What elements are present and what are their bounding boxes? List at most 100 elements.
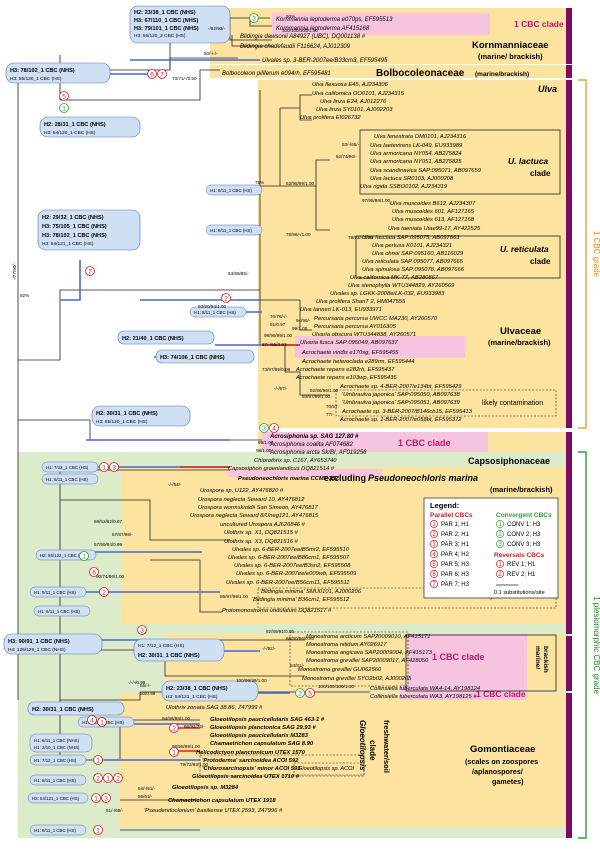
legend-num: 2 (498, 532, 502, 538)
legend-num: 2 (432, 532, 436, 538)
kornmanniaceae-sub: (marine/ brackish) (478, 52, 543, 61)
support-value: 66/92/75/- (184, 724, 205, 729)
taxon: Ulva muscoides 601, AF127165 (392, 209, 475, 215)
cbc-clade-highlight-top (272, 13, 490, 35)
support-value: 94/99/99/1.00 (162, 716, 191, 721)
support-value: 64/89/85/- (228, 271, 249, 276)
support-value: 84/81/- (290, 663, 305, 668)
legend-row: PAR 4; H2 (441, 552, 470, 558)
taxon: Ulva prolifera EI026732 (300, 115, 361, 121)
node-box-29 (37, 209, 141, 251)
taxon: Ulva laetevirens LK-049, EU933989 (370, 143, 463, 149)
taxon: Ulva taeniata Utae99-17, AY422525 (388, 226, 481, 232)
legend-num: 3 (432, 542, 436, 548)
bolbocoleonaceae-sub: (marine/brackish) (475, 71, 529, 78)
taxon: uncultured Urospora AJ626846 # (220, 522, 306, 528)
taxon: Percursaria percursa AY016305 (314, 324, 397, 330)
ulvaceae-label: Ulvaceae (500, 326, 541, 337)
legend-row: PAR 5; H3 (441, 562, 470, 568)
support-value: 73/97/99/0.99 (262, 367, 291, 372)
marker-number: 5 (308, 690, 312, 697)
marker-number: 1 (172, 749, 176, 756)
taxon: Ulva armoricana NY054, AB275824 (370, 151, 462, 157)
legend-num: 4 (432, 552, 436, 558)
taxon: Ulva stenophylla WTU344829, AY260569 (348, 283, 455, 289)
taxon: Urospora neglecta Seward 10, AY476812 (198, 497, 305, 503)
purple-bar-5 (566, 452, 572, 634)
node-30b-small: H1: 7/12_1 CBC (HS) (138, 643, 185, 649)
cbc-grade-label: 1 CBC grade (592, 231, 600, 278)
ulvaceae-panel (258, 80, 568, 428)
marker-number: 6 (150, 71, 154, 78)
node-74: H3: 74/106_1 CBC (NHS) (160, 355, 225, 361)
node-box-30 (91, 405, 191, 427)
marker-number: 3 (112, 464, 116, 471)
taxon: Ulva pertusa K0101, AJ234321 (372, 243, 452, 249)
support-value: 54/-/51/- (138, 786, 156, 791)
taxon: 'Blidingia minima' SMU0101, AJ000206 (260, 589, 362, 595)
taxon: Ulvales sp. LGKK-2008e/LK-032, EU933983 (330, 291, 445, 297)
marker-number: 2 (172, 725, 176, 732)
gloeo-left-node-2: H1: 3/10_1 CBC (NHS) (34, 745, 80, 750)
marker-number: 1 (96, 757, 100, 764)
small-node-9: H1: 7/12_1 CBC (HS) (34, 758, 77, 763)
node-21: H2: 21/40_1 CBC (NHS) (122, 336, 184, 342)
small-node-11: H3: 54/121_1 CBC (HS) (32, 796, 80, 801)
gomontiaceae-sub2: /aplanospores/ (472, 767, 523, 776)
taxon: Ulva muscoides 613, AF127168 (392, 217, 475, 223)
support-value: 51/-/69/- (106, 808, 124, 813)
taxon: 'Pseudendoclonium' basiliense UTEX 2593,… (144, 808, 283, 814)
taxon: Pseudoneochloris marina CCMP 257 (238, 476, 339, 482)
support-value: 98/1.00 (256, 448, 272, 453)
support-value: 50% (286, 14, 295, 19)
taxon: Collinsiella tuberculata WA3, AY198125 # (370, 694, 477, 700)
node-23b-b: H3: 54/121_1 CBC (HS) (166, 694, 218, 700)
support-value: 78/93/-/1.00 (348, 235, 373, 240)
legend-num: 1 (498, 562, 502, 568)
taxon: Ulvales sp. 3-BER-2007ee/B33cm3, EF59549… (262, 58, 388, 64)
support-value: 92/86/96/1.00 (310, 388, 339, 393)
cbc-clade-label-mono: 1 CBC clade (432, 652, 485, 662)
marker-number: 3 (262, 425, 266, 432)
legend-num: 6 (432, 572, 436, 578)
node-30c: H2: 30/31_1 CBC (NHS) (32, 707, 94, 713)
marker-number: 1 (106, 775, 110, 782)
taxon: Monostroma grevillei GU062560 (298, 667, 382, 673)
node-28-b: H3: 54/120_1 CBC (HS) (44, 130, 96, 136)
plesiomorphic-label: 1 plesiomorphic CBC grade (592, 596, 600, 694)
taxon: Helicodictyon planctonicum UTEX 1570 (196, 750, 306, 756)
node-top-0: H2: 23/38_1 CBC (NHS) (134, 10, 196, 16)
taxon: Monostroma nitidum AY026917 (306, 642, 387, 648)
taxon: Ulvales sp. 6-BER-2007ee/B86cm1, EF59550… (228, 555, 350, 561)
support-value: 78/96/-/1.00 (286, 232, 311, 237)
support-value: 86/97/98/1.00 (220, 594, 249, 599)
taxon: Ulva linza SY0101, AJ002203 (316, 107, 393, 113)
small-node-12: H1: 6/11_1 CBC (HS) (34, 828, 76, 833)
cbc-clade-highlight-caps (262, 432, 488, 452)
taxon: Acrochaete heteroclada e289rm, EF595444 (301, 359, 414, 365)
taxon: Gloeotilopsis sarcinoidea UTEX 1710 # (192, 774, 300, 780)
taxon: 'Protoderma' sarcinoidea ACOI 592 (202, 758, 299, 764)
taxon: Ulothrix zonata SAG 38.86, Z47999 # (166, 705, 263, 711)
node-top-3: H3: 55/120_2 CBC (HS) (134, 33, 186, 39)
solid-boxes (355, 129, 561, 692)
excluding-name: Pseudoneochloris marina (368, 473, 478, 483)
support-value: 87/-/55/0.93 (262, 342, 287, 347)
support-value: 100/100/100/1.00 (318, 684, 354, 689)
taxon: Acrosiphonia sp. SAG 127.80 # (269, 434, 359, 440)
node-box-top (129, 5, 231, 44)
marine-brackish-1: marine/ (534, 646, 541, 669)
cbc-clade-highlight-coll (400, 684, 526, 700)
support-value: 50/0.98 (140, 691, 156, 696)
purple-bar-6 (566, 636, 572, 691)
node-box-23b (161, 680, 259, 702)
node-box-28 (39, 116, 141, 138)
marker-number: 2 (102, 589, 106, 596)
node-29-2: H3: 78/102_1 CBC (NHS) (42, 233, 107, 239)
taxon: Ulva tanneri LK-013, EU933971 (300, 307, 382, 313)
taxon: Ulvales sp. 6-BER-2007ee/e009wb, EF59550… (236, 571, 357, 577)
small-node-7: H1: 6/11_1 CBC (HS) (38, 609, 80, 614)
node-30-a: H2: 30/31_1 CBC (NHS) (96, 411, 158, 417)
node-box-30c (27, 701, 125, 716)
